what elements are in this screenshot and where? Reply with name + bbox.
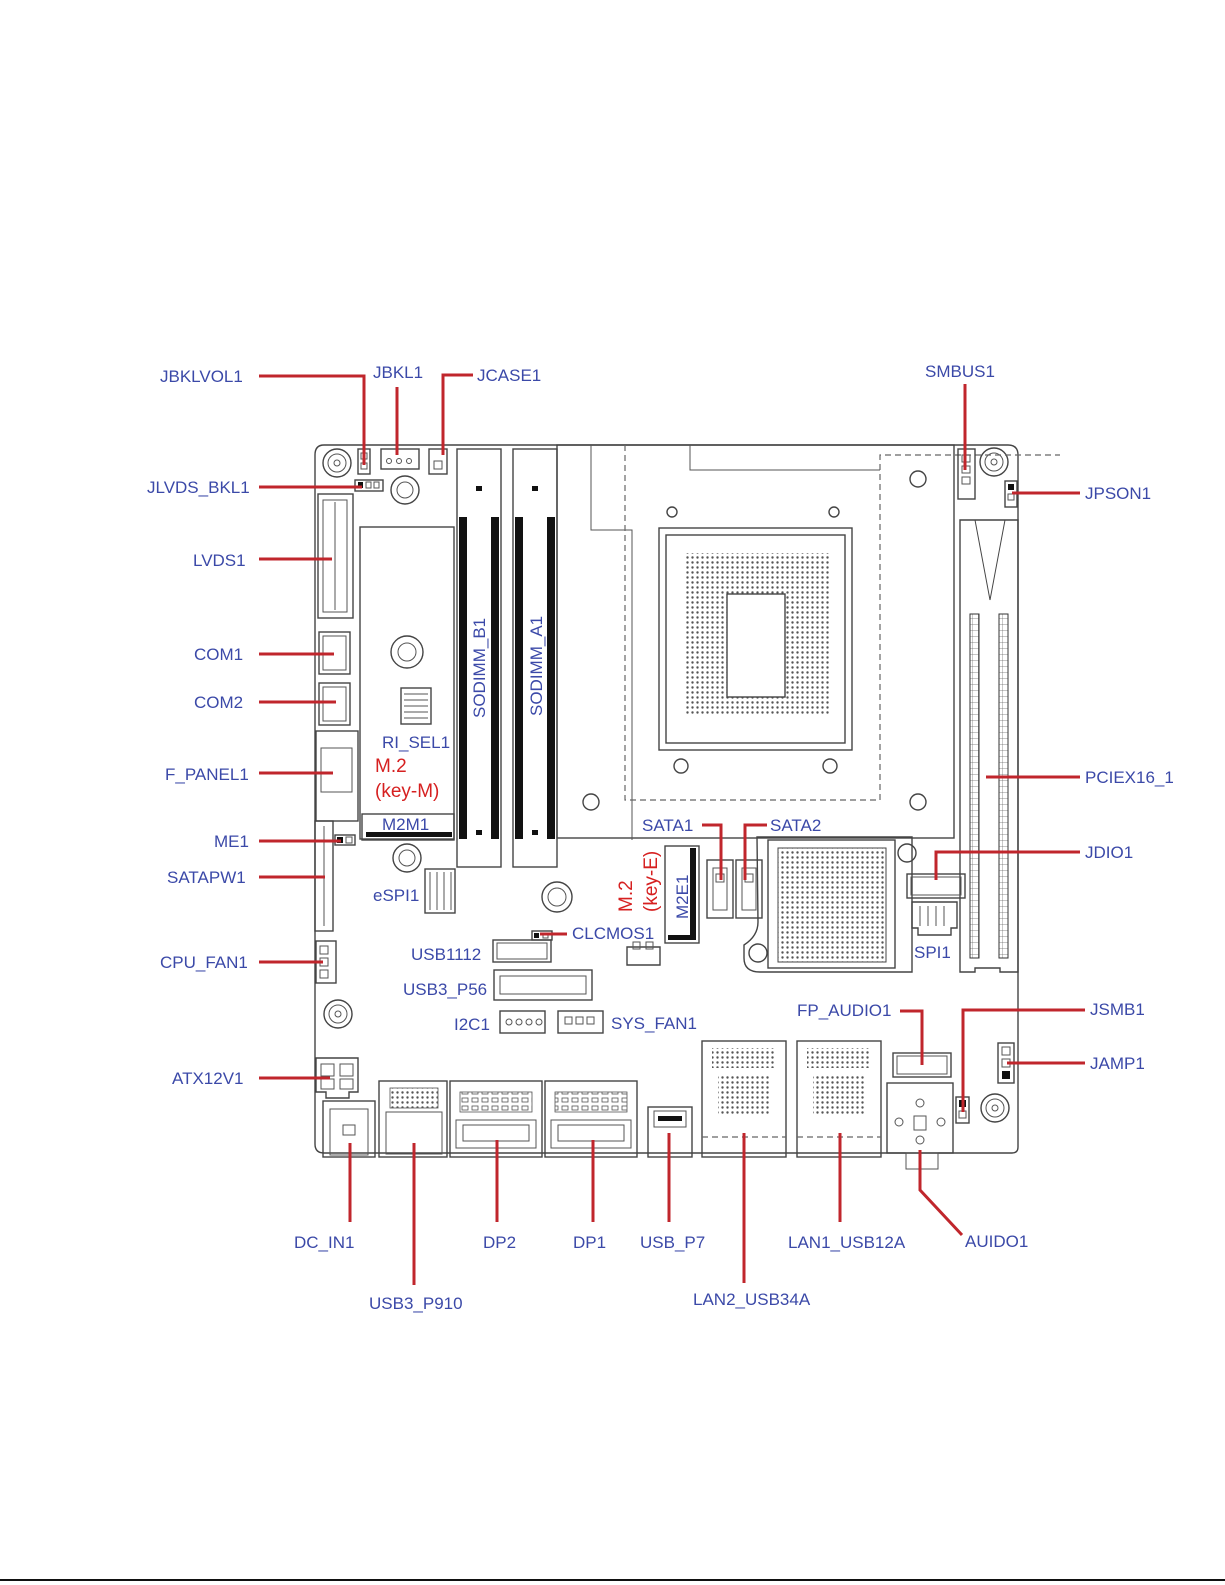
- label-sodimm-b1: SODIMM_B1: [470, 618, 489, 718]
- label-atx12v1: ATX12V1: [172, 1069, 244, 1088]
- i2c1-header: [499, 1010, 546, 1034]
- atx12v1-connector: [315, 1057, 359, 1099]
- board-outline: [314, 444, 1019, 1154]
- dp1-port: [544, 1080, 638, 1158]
- com2-header: [318, 682, 351, 726]
- sodimm-b1-slot: [456, 448, 502, 868]
- label-usb3-p56: USB3_P56: [403, 980, 487, 999]
- label-dp2: DP2: [483, 1233, 516, 1252]
- cpu-socket: [556, 444, 1060, 840]
- pch-chip: [743, 836, 917, 973]
- label-f-panel1: F_PANEL1: [165, 765, 249, 784]
- label-me1: ME1: [214, 832, 249, 851]
- label-dc-in1: DC_IN1: [294, 1233, 354, 1252]
- label-m2e1: M2E1: [673, 875, 692, 919]
- label-m2-m-title: M.2: [375, 756, 407, 777]
- label-sys-fan1: SYS_FAN1: [611, 1014, 697, 1033]
- label-i2c1: I2C1: [454, 1015, 490, 1034]
- label-com1: COM1: [194, 645, 243, 664]
- label-sata1: SATA1: [642, 816, 693, 835]
- label-auido1: AUIDO1: [965, 1232, 1028, 1251]
- jbkl1-header: [380, 448, 420, 470]
- m2m1-slot: [359, 526, 455, 841]
- label-jsmb1: JSMB1: [1090, 1000, 1145, 1019]
- label-usb1112: USB1112: [411, 945, 481, 964]
- component-labels: JBKLVOL1 JBKL1 JCASE1 SMBUS1 JLVDS_BKL1 …: [147, 362, 1174, 1313]
- espi1-header: [424, 868, 456, 914]
- label-usb3-p910: USB3_P910: [369, 1294, 463, 1313]
- label-lvds1: LVDS1: [193, 551, 246, 570]
- label-sodimm-a1: SODIMM_A1: [527, 616, 546, 716]
- label-jamp1: JAMP1: [1090, 1054, 1145, 1073]
- label-jdio1: JDIO1: [1085, 843, 1133, 862]
- pciex16-1-slot: [959, 519, 1019, 973]
- label-cpu-fan1: CPU_FAN1: [160, 953, 248, 972]
- label-clcmos1: CLCMOS1: [572, 924, 654, 943]
- lvds1-connector: [317, 493, 354, 619]
- label-espi1: eSPI1: [373, 886, 419, 905]
- jcase1-header: [428, 448, 448, 475]
- label-sata2: SATA2: [770, 816, 821, 835]
- label-lan1-usb12a: LAN1_USB12A: [788, 1233, 906, 1252]
- usb1112-header: [492, 939, 552, 963]
- label-lan2-usb34a: LAN2_USB34A: [693, 1290, 811, 1309]
- m2e1-slot: [626, 845, 700, 966]
- label-jpson1: JPSON1: [1085, 484, 1151, 503]
- label-m2-e-title: M.2: [616, 880, 637, 912]
- label-m2m1: M2M1: [382, 815, 429, 834]
- mounting-hole-icon: [322, 447, 1010, 1123]
- f-panel1-header: [315, 730, 359, 822]
- label-ri-sel1: RI_SEL1: [382, 733, 450, 752]
- label-pciex16-1: PCIEX16_1: [1085, 768, 1174, 787]
- label-fp-audio1: FP_AUDIO1: [797, 1001, 891, 1020]
- audio1-jack: [886, 1082, 954, 1170]
- label-jlvds-bkl1: JLVDS_BKL1: [147, 478, 250, 497]
- label-smbus1: SMBUS1: [925, 362, 995, 381]
- label-jbklvol1: JBKLVOL1: [160, 367, 243, 386]
- label-spi1: SPI1: [914, 943, 951, 962]
- lan1-usb12a-port: [796, 1040, 882, 1158]
- sys-fan1-header: [557, 1010, 604, 1034]
- label-satapw1: SATAPW1: [167, 868, 246, 887]
- label-m2-e-key: (key-E): [641, 851, 662, 912]
- usb3-p56-header: [493, 969, 593, 1001]
- spi1-header: [911, 901, 958, 936]
- label-m2-m-key: (key-M): [375, 781, 439, 802]
- label-com2: COM2: [194, 693, 243, 712]
- label-jcase1: JCASE1: [477, 366, 541, 385]
- lan2-usb34a-port: [701, 1040, 787, 1158]
- label-jbkl1: JBKL1: [373, 363, 423, 382]
- label-dp1: DP1: [573, 1233, 606, 1252]
- label-usb-p7: USB_P7: [640, 1233, 705, 1252]
- leader-lines: [259, 373, 1085, 1285]
